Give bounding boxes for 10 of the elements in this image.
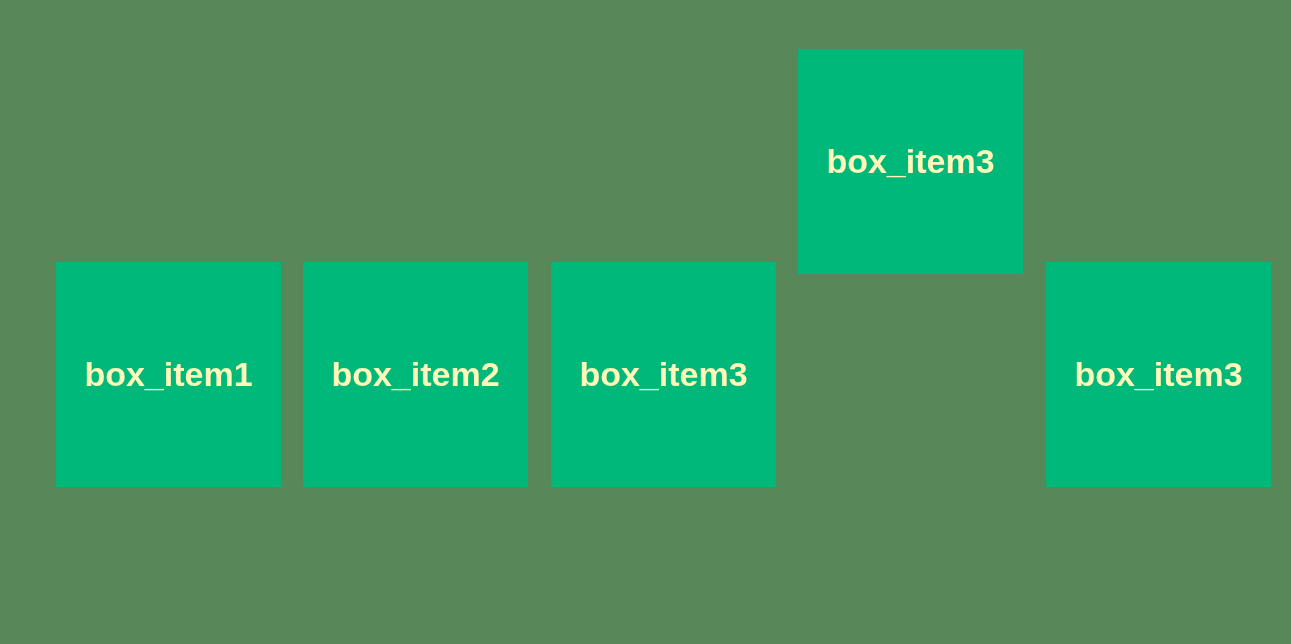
box-label: box_item1 xyxy=(84,354,253,395)
item-box xyxy=(551,262,776,487)
item-box xyxy=(798,49,1023,274)
box-label: box_item3 xyxy=(826,141,995,182)
item-box xyxy=(303,262,528,487)
item-box xyxy=(56,262,281,487)
box-label: box_item2 xyxy=(331,354,500,395)
box-label: box_item3 xyxy=(1074,354,1243,395)
box-label: box_item3 xyxy=(579,354,748,395)
item-box xyxy=(1046,262,1271,487)
